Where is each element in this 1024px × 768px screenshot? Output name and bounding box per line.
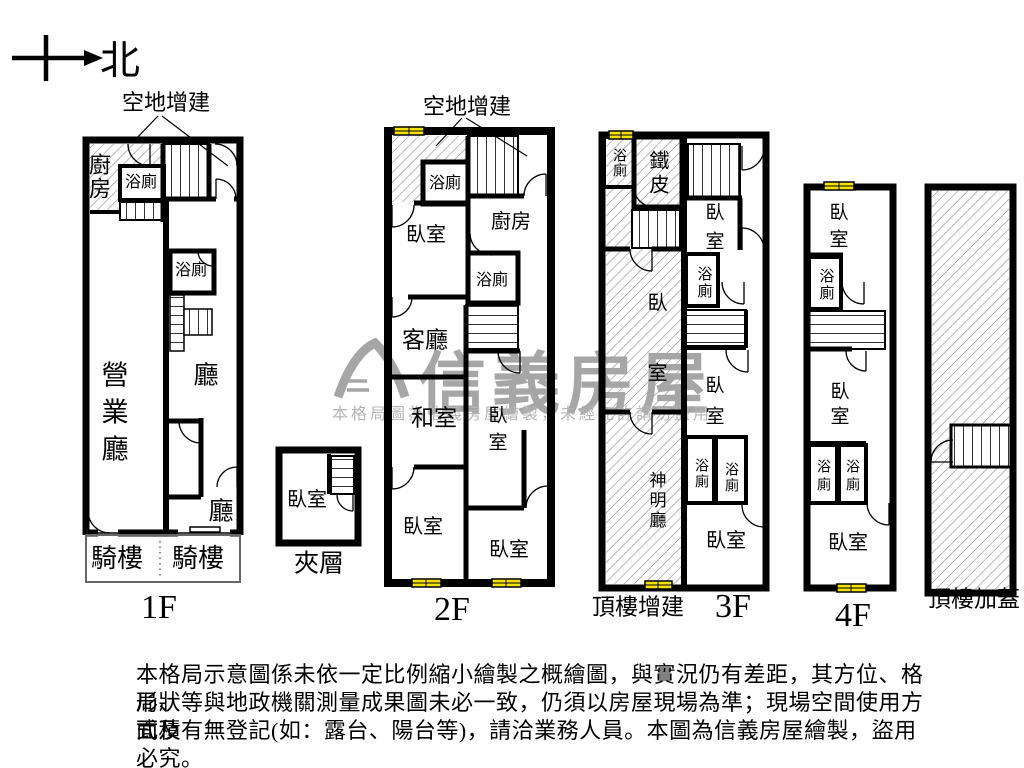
f1-arcade-outline (85, 534, 241, 583)
f2-bath-mid-room (465, 250, 521, 306)
f4-windows (823, 181, 867, 593)
f4-bedroom-s-label: 臥室 (828, 532, 868, 554)
floor-2f-walls (384, 126, 555, 588)
disclaimer-line-1: 本格局示意圖係未依一定比例縮小繪製之概繪圖，與實況仍有差距，其方位、格局、 (136, 662, 924, 715)
f2-floor-label: 2F (434, 591, 470, 628)
compass-north-label: 北 (100, 38, 140, 83)
f1-bath-mid-label: 浴廁 (174, 262, 208, 279)
f3-metal-shed-room (631, 134, 685, 210)
f4-bath-n-label: 浴廁 (817, 268, 834, 302)
f1-hall-upper-label: 廳 (193, 362, 219, 390)
mezzanine-walls (275, 446, 362, 547)
floor-1f-walls (82, 136, 244, 583)
f1-bath-upper-room (118, 164, 166, 202)
f1-arcade-right-label: 騎樓 (171, 544, 225, 573)
f1-kitchen-label: 廚房 (86, 153, 111, 201)
f3-windows (608, 130, 673, 590)
annotation-vacant-addition-f2: 空地增建 (422, 94, 512, 119)
f1-stairs-upper (162, 143, 210, 199)
disclaimer-line-2: 形狀等與地政機關測量成果圖未必一致，仍須以房屋現場為準；現場空間使用方式及 (136, 690, 924, 743)
rooftop-hatch (932, 191, 1009, 589)
f3-metal-shed-label: 鐵皮 (646, 150, 668, 198)
f3-bath-nw-label: 浴廁 (611, 148, 626, 178)
f3-bath-s1-label: 浴廁 (693, 458, 708, 490)
f3-bath-mid-label: 浴廁 (695, 266, 712, 300)
f4-bath-s2-label: 浴廁 (844, 459, 859, 495)
f2-stairs-mid (465, 304, 519, 350)
f2-bedroom-mid-label: 臥室 (485, 405, 507, 459)
f3-stairs-mid (685, 309, 747, 347)
mezz-stairs (330, 455, 355, 495)
f4-bedroom-n-label: 臥室 (826, 202, 848, 256)
f1-stairs-mid-a (169, 294, 185, 352)
rooftop-stairs (949, 423, 1013, 469)
f3-bedroom-west-label: 臥室 (644, 292, 666, 432)
f3-bath-s2-label: 浴廁 (723, 462, 738, 494)
f1-floor-label: 1F (141, 589, 177, 626)
f2-doors (391, 173, 549, 509)
f2-tatami-label: 和室 (411, 405, 457, 431)
rooftop-floor-label: 頂樓加蓋 (928, 586, 1020, 612)
f3-doors (629, 146, 765, 528)
f1-arcade-left-label: 騎樓 (90, 544, 144, 573)
f2-bath-mid-label: 浴廁 (475, 272, 509, 289)
f2-bedroom-se-label: 臥室 (489, 539, 529, 561)
f1-business-hall-label: 營業廳 (97, 360, 128, 472)
f2-bath-upper-label: 浴廁 (428, 175, 462, 192)
f4-bath-s1-label: 浴廁 (815, 459, 830, 495)
f2-bedroom-nw-label: 臥室 (406, 224, 446, 246)
f4-stairs (808, 310, 886, 350)
f4-bath-n-room (807, 255, 843, 311)
f4-floor-label: 4F (835, 597, 871, 634)
f1-hall-lower-label: 廳 (208, 498, 234, 526)
f1-bath-upper-label: 浴廁 (124, 174, 158, 191)
f4-bedroom-mid-label: 臥室 (827, 381, 849, 431)
f1-stairs-mid-b (183, 308, 213, 336)
f2-bedroom-sw-label: 臥室 (403, 516, 443, 538)
f3-floor-label: 3F (715, 588, 751, 625)
annotation-vacant-addition-f1: 空地增建 (121, 90, 211, 115)
rooftop-walls (924, 183, 1017, 597)
f3-bedroom-s-label: 臥室 (706, 530, 746, 552)
watermark-notice: 本格局圖為信義房屋繪製，未經允許請勿盜用 (332, 404, 712, 423)
floor-4f-walls (803, 181, 897, 593)
f2-windows (393, 126, 522, 588)
mezz-bedroom-label: 臥室 (287, 489, 327, 511)
f1-bath-mid-room (167, 248, 217, 296)
compass-north-icon (12, 35, 103, 81)
f2-living-label: 客廳 (402, 327, 448, 353)
mezz-floor-label: 夾層 (293, 550, 345, 578)
disclaimer-line-3: 面積有無登記(如：露台、陽台等)，請洽業務人員。本圖為信義房屋繪製，盜用必究。 (136, 718, 917, 768)
floor-3f-walls (598, 130, 770, 592)
f4-bath-s2-room (837, 443, 868, 505)
f3-bedroom-ne-label: 臥室 (702, 202, 724, 260)
f2-kitchen-label: 廚房 (491, 211, 531, 233)
f3-shrine-hall-label: 神明廳 (646, 471, 666, 531)
f3-stairs-upper (687, 143, 741, 199)
f2-stairs-upper (467, 135, 519, 197)
f3-annex-label: 頂樓增建 (592, 594, 684, 620)
f1-stairs-winder (119, 201, 164, 221)
f3-bath-s2-room (714, 435, 748, 505)
f3-bath-mid-room (684, 252, 720, 308)
f4-doors (841, 281, 890, 526)
f1-doors (87, 143, 238, 534)
f3-stairs-west (631, 209, 681, 249)
walls-layer (12, 35, 1017, 597)
f3-bedroom-mid-label: 臥室 (702, 375, 724, 437)
